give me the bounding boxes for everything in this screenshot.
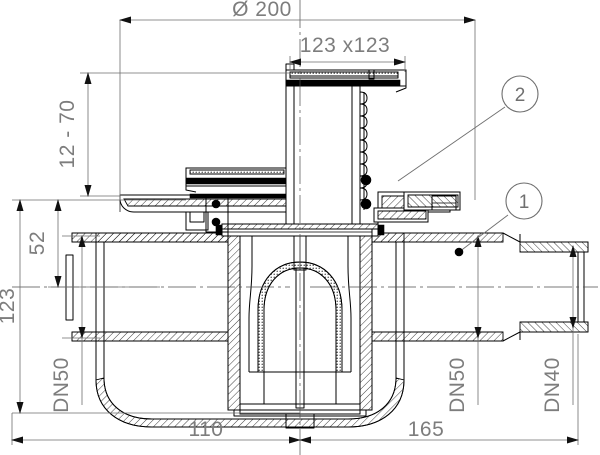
dimension-label-diameter: Ø 200 [232, 0, 292, 21]
drain-body-geometry [12, 0, 598, 455]
dimension-label-165: 165 [408, 418, 445, 441]
dimension-dn50-right: DN50 [446, 235, 482, 413]
telescopic-riser [285, 63, 368, 225]
drain-sump-bowl [95, 242, 405, 428]
dimension-label-123: 123 [0, 288, 19, 325]
dimension-label-dn50-right: DN50 [446, 357, 469, 413]
dimension-dn50-left: DN50 [50, 235, 100, 413]
dimension-label-dn40: DN40 [541, 357, 564, 413]
dimension-height-52: 52 [26, 199, 186, 288]
dimension-height-total: 123 [0, 199, 300, 414]
riser-collar-left [205, 195, 229, 233]
right-outlet-pipe-dn50 [371, 232, 521, 342]
dimension-label-110: 110 [189, 418, 224, 441]
upper-inner-plate-left [185, 167, 287, 193]
dimension-height-adjust: 12 - 70 [56, 72, 290, 197]
callout-balloon-1[interactable]: 1 [454, 182, 543, 257]
dimension-length-165: 165 [299, 334, 579, 445]
dimension-grate-square: 123 x123 [289, 34, 406, 72]
upper-cover-plate-left [119, 193, 287, 231]
dimension-label-dn50-left: DN50 [50, 357, 73, 413]
dimension-length-110: 110 [11, 413, 301, 445]
dimension-dn40-right: DN40 [541, 245, 577, 413]
dimension-label-52: 52 [26, 231, 49, 255]
top-grate-frame [285, 69, 407, 93]
callout-balloon-2[interactable]: 2 [397, 75, 539, 182]
dimension-diameter-200: Ø 200 [119, 0, 476, 200]
dimension-label-height-adjust: 12 - 70 [56, 100, 79, 169]
callout-label-1: 1 [519, 192, 530, 213]
callout-label-2: 2 [515, 85, 526, 106]
dimension-label-grate: 123 x123 [300, 34, 390, 57]
riser-collar-right [360, 174, 461, 226]
